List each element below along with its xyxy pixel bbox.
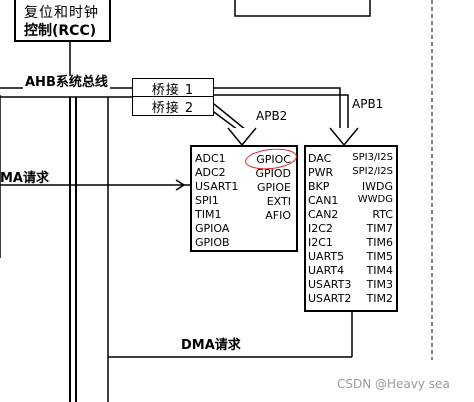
apb1-item: TIM3	[366, 278, 393, 291]
apb2-item: GPIOE	[256, 181, 291, 194]
watermark: CSDN @Heavy sea	[337, 377, 450, 391]
apb2-item: GPIOD	[255, 167, 291, 180]
apb2-item: USART1	[195, 180, 239, 193]
apb2-label: APB2	[256, 109, 288, 123]
dma-request-left-label: MA请求	[0, 171, 49, 186]
rcc-label-line2: 控制(RCC)	[24, 23, 97, 39]
apb1-item: DAC	[308, 152, 332, 165]
dma-left-arrow	[175, 179, 186, 191]
apb2-peripheral-box: ADC1 ADC2 USART1 SPI1 TIM1 GPIOA GPIOB G…	[190, 145, 298, 252]
apb2-item: SPI1	[195, 194, 219, 207]
apb1-line-b	[214, 94, 349, 130]
apb2-item: ADC2	[195, 166, 226, 179]
apb1-item: TIM7	[366, 222, 393, 235]
apb1-item: TIM6	[366, 236, 393, 249]
apb1-item: IWDG	[361, 180, 393, 193]
apb2-item: TIM1	[195, 208, 222, 221]
apb2-arrow	[227, 127, 257, 147]
apb1-item: CAN2	[308, 208, 339, 221]
apb2-item-gpioc: GPIOC	[256, 153, 291, 166]
apb1-item: USART2	[308, 292, 352, 305]
apb1-item: I2C1	[308, 236, 333, 249]
apb1-item: RTC	[372, 208, 393, 221]
apb1-arrow	[329, 127, 359, 147]
rcc-label-line1: 复位和时钟	[24, 5, 99, 21]
apb1-item: CAN1	[308, 194, 339, 207]
apb1-item: UART5	[308, 250, 345, 263]
apb1-item: PWR	[308, 166, 334, 179]
bridge-2: 桥接 2	[132, 96, 214, 116]
apb2-line-b	[213, 111, 239, 131]
dma-request-bottom-label: DMA请求	[181, 338, 241, 353]
bridge-1: 桥接 1	[132, 78, 214, 98]
apb1-peripheral-box: DAC PWR BKP CAN1 CAN2 I2C2 I2C1 UART5 UA…	[304, 145, 398, 312]
apb2-item: EXTI	[266, 195, 291, 208]
top-box-fragment	[234, 0, 371, 17]
apb1-item: TIM5	[366, 250, 393, 263]
apb2-line	[213, 103, 247, 131]
rcc-box	[14, 0, 111, 42]
apb1-item: TIM4	[366, 264, 393, 277]
apb1-item: BKP	[308, 180, 330, 193]
apb2-item: ADC1	[195, 152, 226, 165]
apb1-item: TIM2	[366, 292, 393, 305]
ahb-bus-label: AHB系统总线	[23, 75, 110, 90]
apb1-item: SPI2/I2S	[352, 166, 393, 177]
apb1-item: I2C2	[308, 222, 333, 235]
apb1-item: WWDG	[357, 194, 393, 205]
apb1-label: APB1	[352, 97, 384, 111]
apb2-item: GPIOA	[195, 222, 230, 235]
apb2-item: GPIOB	[195, 236, 230, 249]
apb2-item: AFIO	[265, 209, 291, 222]
apb1-line	[214, 87, 341, 130]
apb1-item: UART4	[308, 264, 345, 277]
apb1-item: SPI3/I2S	[352, 152, 393, 163]
apb1-item: USART3	[308, 278, 352, 291]
